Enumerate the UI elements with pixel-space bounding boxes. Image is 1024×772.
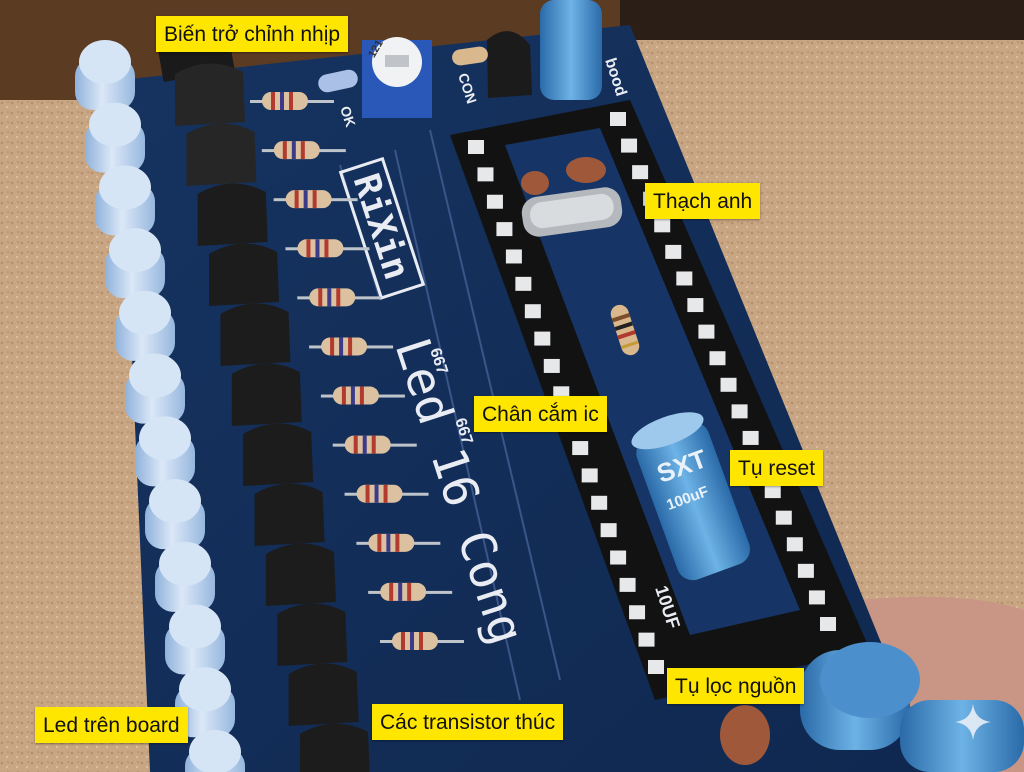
socket-pin [572,441,589,456]
socket-pin [764,484,781,499]
board-led [95,165,155,236]
socket-pin [534,331,551,346]
base-resistor [332,435,417,454]
base-resistor [273,190,358,209]
socket-pin [600,523,617,538]
socket-pin [524,304,541,319]
resistor-column [250,92,464,650]
label-transistors: Các transistor thúc [372,704,564,740]
socket-pin [505,249,522,264]
socket-pin [720,377,737,392]
transistor-column [175,63,370,772]
socket-pin [621,138,638,153]
socket-pin [648,660,664,674]
base-resistor [356,533,441,552]
base-resistor [320,386,405,405]
base-resistor [309,337,394,356]
socket-pins [468,112,836,674]
socket-pin [610,550,627,565]
driver-transistor [175,63,245,126]
base-resistor [285,239,370,258]
base-resistor [261,141,346,160]
socket-pin [709,351,726,366]
board-led [115,290,175,361]
crystal [521,157,623,237]
socket-pin [629,605,646,620]
socket-pin [654,218,671,233]
board-led [105,228,165,299]
label-ic-socket: Chân cắm ic [474,396,607,432]
driver-transistor [277,603,348,666]
socket-pin [515,276,532,291]
label-filter-cap: Tụ lọc nguồn [667,668,805,704]
socket-pin [619,577,636,592]
board-led [175,667,235,738]
driver-transistor [265,543,336,606]
socket-pin [820,617,836,631]
socket-pin [477,167,494,182]
driver-transistor [300,723,370,772]
filter-capacitors [720,642,1024,772]
board-led [155,541,215,612]
socket-resistor [610,304,640,356]
socket-pin [665,244,682,259]
driver-transistor [288,663,359,726]
top-transistor [487,31,532,98]
socket-pin [687,298,704,313]
board-led [135,416,195,487]
board-led [145,479,205,550]
board-led [85,102,145,173]
socket-pin [808,590,825,605]
board-led [125,353,185,424]
socket-pin [731,404,748,419]
base-resistor [368,582,453,601]
socket-pin [468,140,484,154]
board-led [165,604,225,675]
socket-pin [591,495,608,510]
base-resistor [344,484,429,503]
reset-capacitor: SXT 100uF [631,412,751,581]
top-resistors [318,46,488,93]
driver-transistor [254,483,325,546]
led-column [75,40,245,772]
board-led [75,40,135,110]
socket-pin [742,430,759,445]
board-led [185,730,245,772]
label-board-leds: Led trên board [35,707,188,743]
label-reset-cap: Tụ reset [730,450,824,486]
socket-pin [797,563,814,578]
socket-pin [676,271,693,286]
base-resistor [297,288,382,307]
socket-pin [486,194,503,209]
socket-pin [698,324,715,339]
driver-transistor [220,303,291,366]
driver-transistor [209,243,280,306]
socket-pin [786,537,803,552]
label-crystal: Thạch anh [645,183,761,219]
socket-pin [632,165,649,180]
silk-ok: OK [337,104,359,129]
base-resistor [250,92,334,110]
potentiometer: 121 [362,37,432,118]
socket-pin [638,632,655,647]
driver-transistor [197,183,268,246]
base-resistor [380,632,464,650]
label-potentiometer: Biến trở chỉnh nhịp [156,16,349,52]
socket-pin [581,468,598,483]
socket-pin [496,222,513,237]
sparkle-icon [955,704,991,740]
top-capacitor [540,0,602,100]
socket-pin [610,112,626,126]
socket-pin [543,358,560,373]
driver-transistor [186,123,257,186]
driver-transistor [243,423,314,486]
driver-transistor [231,363,302,426]
socket-pin [775,510,792,525]
